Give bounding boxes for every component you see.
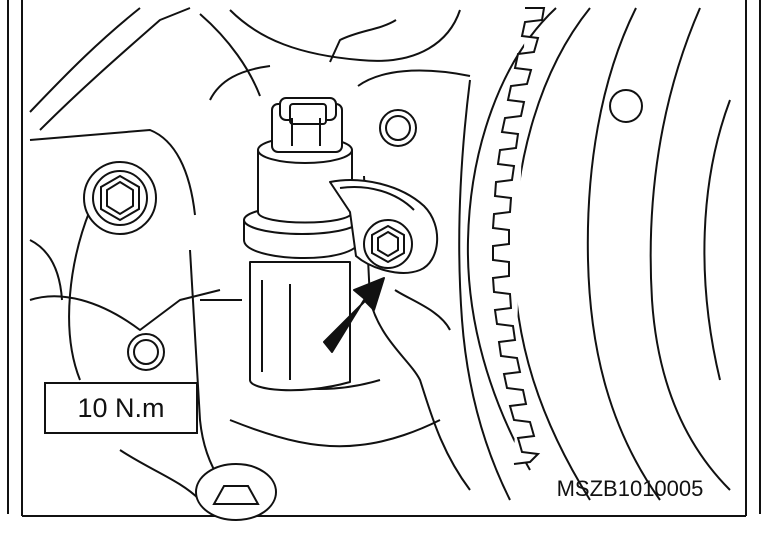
figure-id: MSZB1010005 (556, 476, 704, 501)
bold-arrow-icon (323, 277, 385, 353)
torque-spec-callout: 10 N.m (44, 382, 198, 434)
figure-frame (7, 0, 761, 517)
hex-bolt-icon (83, 161, 157, 235)
reluctor-teeth (491, 7, 546, 465)
lower-bolt (195, 463, 277, 521)
casting-holes (127, 89, 643, 371)
torque-spec-label: 10 N.m (77, 392, 165, 423)
flange-bolt-icon (363, 219, 413, 269)
crank-sensor (243, 97, 361, 392)
